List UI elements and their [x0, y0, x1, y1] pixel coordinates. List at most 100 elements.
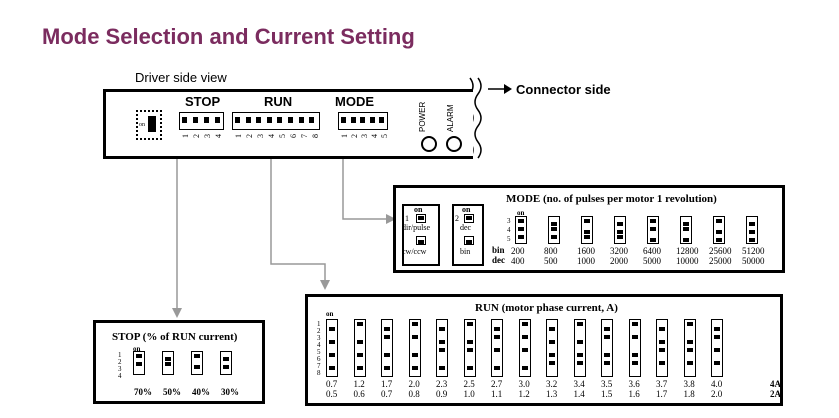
run-switch: [628, 319, 641, 377]
switch-number: 2: [192, 134, 201, 138]
run-switch: [573, 319, 586, 377]
switch-position: [329, 340, 335, 344]
switch-position: [631, 353, 638, 357]
mode-switch: [515, 216, 527, 244]
switch-knob: [215, 117, 220, 123]
switch-position: [549, 353, 555, 357]
run-value-4a: 1.7: [381, 379, 393, 389]
run-switch: [683, 319, 696, 377]
switch-number: 4: [267, 134, 276, 138]
switch-number: 3: [203, 134, 212, 138]
switch-position: [518, 235, 524, 239]
switch-position: [650, 227, 656, 231]
run-value-2a: 1.1: [491, 389, 503, 399]
switch-position: [411, 353, 418, 357]
run-value-2a: 1.8: [683, 389, 695, 399]
switch-position: [384, 327, 390, 331]
mode-bin-value: 1600: [577, 246, 595, 256]
switch-position: [466, 322, 473, 326]
mode-switch: [713, 216, 725, 244]
switch-position: [223, 365, 229, 369]
switch-position: [686, 340, 693, 344]
run-value-2a: 1.0: [463, 389, 475, 399]
switch-knob: [350, 117, 356, 123]
dec-label: dec: [492, 255, 505, 265]
mode-bin-value: 51200: [742, 246, 765, 256]
switch-position: [411, 366, 418, 370]
switch-knob: [193, 117, 198, 123]
switch-position: [494, 348, 500, 352]
mode-switch: [548, 216, 560, 244]
switch-position: [576, 322, 583, 326]
switch-position: [617, 230, 623, 234]
switch-position: [716, 238, 722, 242]
power-led-icon: [421, 136, 437, 152]
run-value-4a: 3.8: [683, 379, 695, 389]
alarm-led-icon: [446, 136, 462, 152]
switch-position: [411, 335, 418, 339]
switch-position: [659, 361, 665, 365]
switch-position: [384, 335, 390, 339]
run-value-4a: 3.4: [573, 379, 585, 389]
mode-dec-value: 2000: [610, 256, 628, 266]
run-value-2a: 1.5: [601, 389, 613, 399]
run-value-2a: 1.2: [518, 389, 530, 399]
mode-switch: [614, 216, 626, 244]
switch-knob: [277, 117, 283, 123]
switch-position: [683, 227, 689, 231]
mode-bin-value: 800: [544, 246, 558, 256]
switch-position: [494, 366, 500, 370]
switch-knob: [245, 117, 251, 123]
run-value-2a: 1.4: [573, 389, 585, 399]
switch-position: [631, 335, 638, 339]
run-value-2a: 0.5: [326, 389, 338, 399]
mode-label: MODE: [335, 94, 374, 109]
switch-position: [686, 348, 693, 352]
mode-dec-value: 500: [544, 256, 558, 266]
stop-value: 70%: [134, 387, 152, 397]
switch-position: [714, 348, 720, 352]
dir-pulse-switch: on 1 dir/pulse cw/ccw: [402, 204, 440, 266]
row-number: 1: [118, 351, 122, 359]
switch-position: [604, 327, 610, 331]
stop-value: 50%: [163, 387, 181, 397]
run-switch: [436, 319, 448, 377]
stop-switch: [162, 351, 174, 375]
run-switch: [546, 319, 558, 377]
switch-position: [466, 348, 473, 352]
switch-position: [584, 235, 590, 239]
switch-knob: [182, 117, 187, 123]
switch-position: [466, 366, 473, 370]
switch-position: [604, 335, 610, 339]
switch-position: [714, 327, 720, 331]
switch-position: [551, 227, 557, 231]
switch-position: [411, 322, 418, 326]
switch-position: [716, 219, 722, 223]
stop-panel-title: STOP (% of RUN current): [112, 331, 238, 343]
row-number: 5: [507, 235, 511, 243]
switch-position: [716, 230, 722, 234]
switch-position: [521, 322, 528, 326]
switch-position: [686, 322, 693, 326]
run-value-4a: 1.2: [353, 379, 365, 389]
run-value-4a: 3.7: [656, 379, 668, 389]
switch-number: 1: [340, 134, 349, 138]
switch-number: 4: [214, 134, 223, 138]
switch-position: [749, 238, 755, 242]
dip-switch-icon: on: [136, 110, 162, 140]
mode-switch: [581, 216, 593, 244]
switch-position: [329, 327, 335, 331]
switch-position: [549, 361, 555, 365]
switch-position: [329, 366, 335, 370]
page-title: Mode Selection and Current Setting: [42, 24, 415, 49]
run-value-4a: 2.3: [436, 379, 448, 389]
switch-knob: [360, 117, 366, 123]
mode-panel-title: MODE (no. of pulses per motor 1 revoluti…: [506, 193, 717, 205]
switch-position: [165, 357, 171, 361]
mode-on-label: on: [517, 209, 525, 217]
row-number: 2: [317, 327, 321, 335]
switch-position: [439, 327, 445, 331]
